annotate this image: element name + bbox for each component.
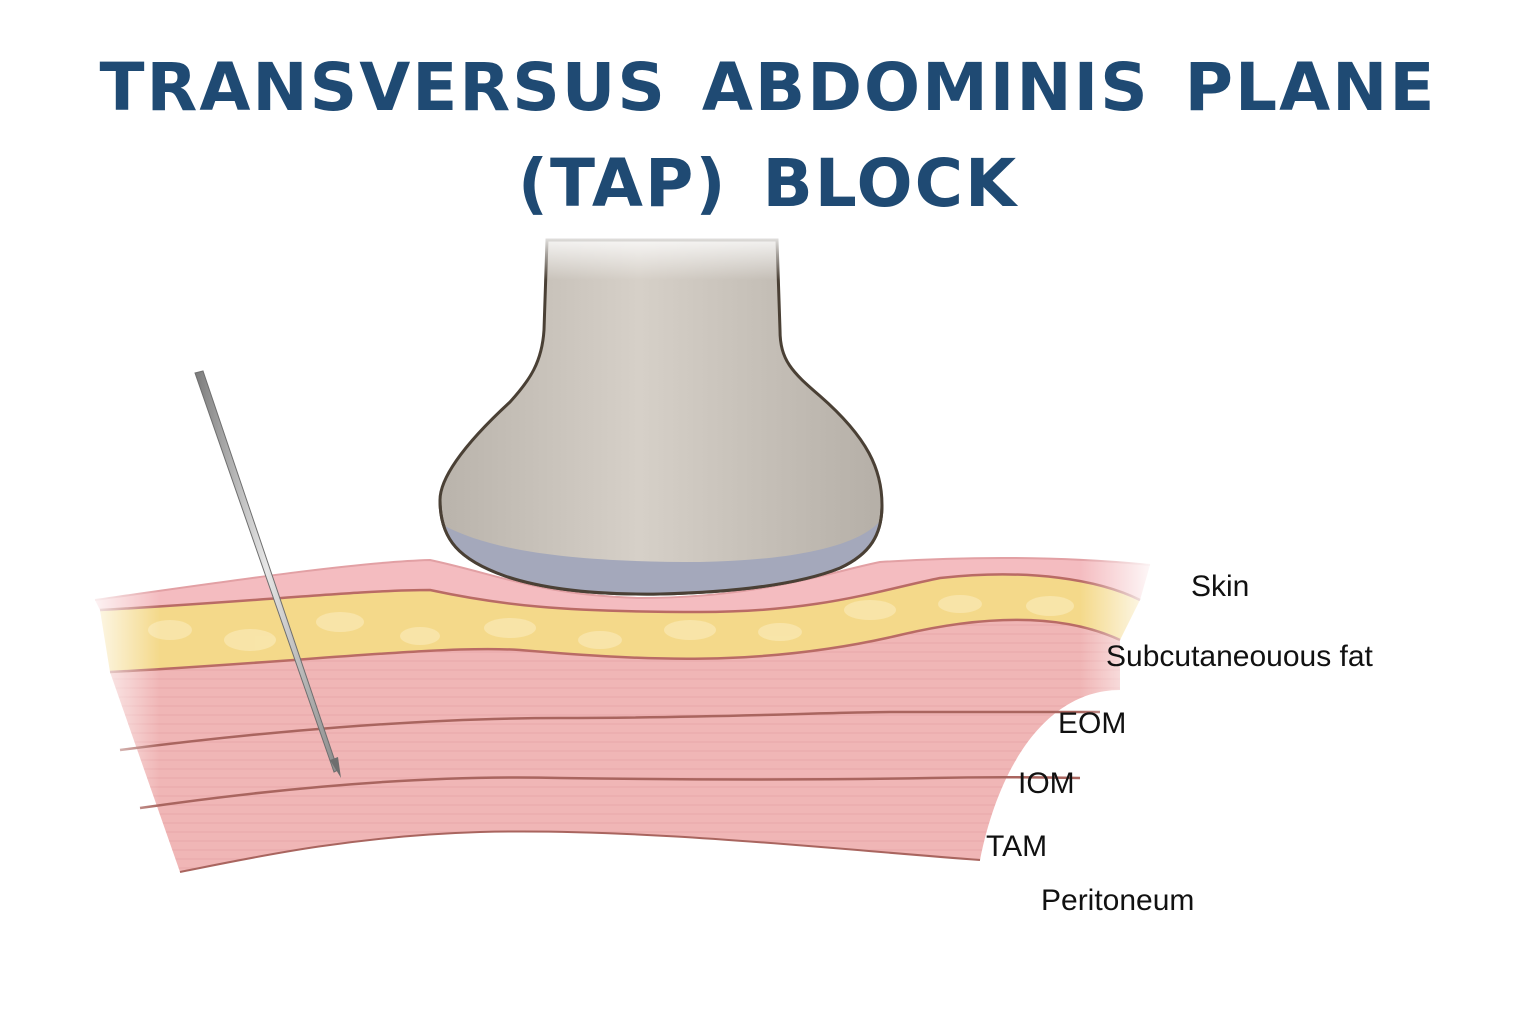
iom-tam-boundary	[139, 776, 1081, 810]
ultrasound-probe	[438, 230, 884, 596]
muscle-fiber-texture	[110, 619, 1120, 872]
needle	[194, 370, 341, 778]
skin-layer	[95, 558, 1150, 612]
tam-peritoneum-boundary	[179, 830, 981, 873]
eom-iom-boundary	[119, 710, 1100, 752]
needle-tip	[330, 757, 341, 778]
title-line-1: TRANSVERSUS ABDOMINIS PLANE	[99, 49, 1437, 126]
label-subcutaneous-fat: Subcutaneouous fat	[1106, 640, 1373, 673]
skin-surface-line	[94, 557, 1151, 601]
label-skin: Skin	[1191, 570, 1250, 603]
label-eom: EOM	[1058, 707, 1127, 740]
probe-face-outline	[438, 499, 884, 596]
skin-fat-boundary	[99, 573, 1141, 614]
fat-muscle-boundary	[109, 618, 1121, 674]
diagram-title: TRANSVERSUS ABDOMINIS PLANE (TAP) BLOCK	[0, 40, 1536, 232]
probe-body	[438, 238, 884, 596]
probe-top-fade	[530, 230, 795, 280]
label-iom: IOM	[1018, 767, 1075, 800]
label-tam: TAM	[986, 830, 1048, 863]
right-edge-fade	[1080, 540, 1160, 880]
title-line-2: (TAP) BLOCK	[517, 145, 1019, 222]
left-edge-fade	[80, 540, 160, 890]
probe-face	[443, 520, 881, 595]
label-peritoneum: Peritoneum	[1041, 884, 1195, 917]
subcutaneous-fat-layer	[100, 574, 1140, 672]
